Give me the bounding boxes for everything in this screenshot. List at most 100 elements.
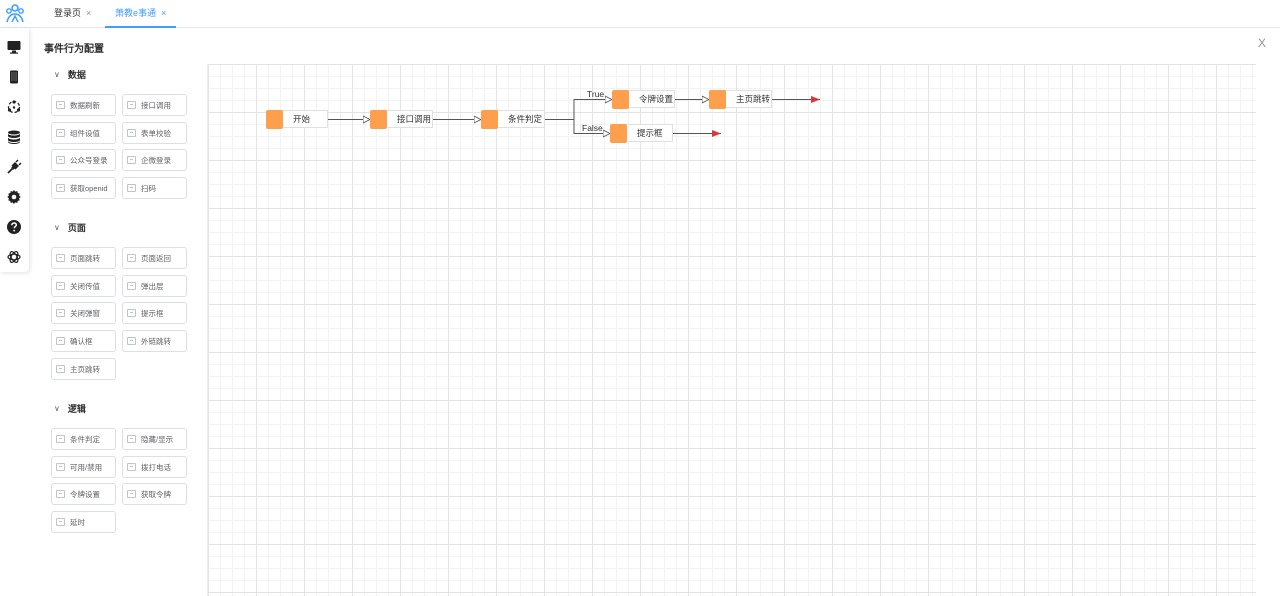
mobile-icon[interactable] [6, 69, 22, 85]
gear-icon[interactable] [6, 189, 22, 205]
action-icon [127, 282, 136, 290]
action-label: 可用/禁用 [70, 462, 103, 472]
action-label: 主页跳转 [70, 364, 100, 374]
node-label: 令牌设置 [639, 94, 674, 104]
app-logo [6, 4, 24, 23]
action-icon [127, 309, 136, 317]
action-label: 拨打电话 [141, 462, 171, 472]
section-page-header[interactable]: ∨ 页面 [54, 221, 86, 234]
action-item[interactable]: 拨打电话 [122, 456, 187, 478]
action-item[interactable]: 企微登录 [122, 149, 187, 171]
action-item[interactable]: 提示框 [122, 302, 187, 324]
flow-node-home[interactable]: 主页跳转 [709, 90, 772, 109]
section-title: 逻辑 [67, 404, 86, 414]
node-handle [612, 90, 629, 109]
action-label: 公众号登录 [70, 155, 108, 165]
action-icon [127, 129, 136, 137]
edge-label-true: True [587, 89, 605, 99]
action-icon [56, 282, 65, 290]
left-icon-rail [0, 28, 29, 272]
action-label: 企微登录 [141, 155, 171, 165]
action-item[interactable]: 外链跳转 [122, 330, 187, 352]
flow-node-tip[interactable]: 提示框 [610, 124, 673, 143]
action-item[interactable]: 表单校验 [122, 122, 187, 144]
action-icon [56, 518, 65, 526]
action-item[interactable]: 关闭传值 [51, 275, 116, 297]
action-icon [127, 101, 136, 109]
help-icon[interactable] [6, 219, 22, 235]
tab-close-icon[interactable]: × [86, 8, 92, 18]
action-item[interactable]: 弹出层 [122, 275, 187, 297]
action-label: 接口调用 [141, 100, 171, 110]
section-logic-header[interactable]: ∨ 逻辑 [54, 402, 86, 415]
action-item[interactable]: 组件设值 [51, 122, 116, 144]
action-item[interactable]: 延时 [51, 511, 116, 533]
action-item[interactable]: 获取令牌 [122, 483, 187, 505]
flow-canvas[interactable] [207, 64, 1256, 596]
close-icon[interactable]: X [1258, 36, 1267, 50]
action-label: 关闭弹窗 [70, 308, 100, 318]
openai-icon[interactable] [6, 249, 22, 265]
action-label: 延时 [70, 517, 85, 527]
action-label: 页面跳转 [70, 253, 100, 263]
action-label: 提示框 [141, 308, 164, 318]
plug-icon[interactable] [6, 159, 22, 175]
node-handle [370, 110, 387, 129]
action-item[interactable]: 公众号登录 [51, 149, 116, 171]
action-item[interactable]: 获取openid [51, 177, 116, 199]
flow-node-start[interactable]: 开始 [266, 110, 328, 129]
action-item[interactable]: 接口调用 [122, 94, 187, 116]
action-icon [56, 337, 65, 345]
node-label: 开始 [293, 114, 311, 124]
chevron-down-icon: ∨ [54, 223, 60, 232]
node-label: 接口调用 [397, 114, 432, 124]
action-item[interactable]: 关闭弹窗 [51, 302, 116, 324]
tab-login-page[interactable]: 登录页× [44, 0, 101, 28]
action-item[interactable]: 令牌设置 [51, 483, 116, 505]
desktop-icon[interactable] [6, 39, 22, 55]
action-icon [127, 463, 136, 471]
node-label: 条件判定 [508, 114, 543, 124]
action-label: 扫码 [141, 183, 156, 193]
action-label: 获取openid [70, 183, 108, 193]
chevron-down-icon: ∨ [54, 404, 60, 413]
edge-label-false: False [582, 123, 603, 133]
flow-node-condition[interactable]: 条件判定 [481, 110, 545, 129]
action-label: 弹出层 [141, 281, 164, 291]
action-item[interactable]: 主页跳转 [51, 358, 116, 380]
action-icon [56, 490, 65, 498]
action-item[interactable]: 隐藏/显示 [122, 428, 187, 450]
tab-label: 萧教e事通 [115, 8, 157, 18]
action-icon [127, 254, 136, 262]
section-title: 数据 [67, 70, 86, 80]
node-handle [709, 90, 726, 109]
action-item[interactable]: 数据刷新 [51, 94, 116, 116]
action-icon [56, 101, 65, 109]
action-label: 关闭传值 [70, 281, 100, 291]
action-icon [127, 184, 136, 192]
flow-node-token[interactable]: 令牌设置 [612, 90, 675, 109]
node-handle [610, 124, 627, 143]
node-label: 主页跳转 [736, 94, 771, 104]
tab-close-icon[interactable]: × [161, 8, 167, 18]
network-icon[interactable] [6, 99, 22, 115]
action-item[interactable]: 扫码 [122, 177, 187, 199]
action-label: 表单校验 [141, 128, 171, 138]
action-icon [127, 490, 136, 498]
action-item[interactable]: 页面跳转 [51, 247, 116, 269]
action-icon [56, 254, 65, 262]
action-item[interactable]: 可用/禁用 [51, 456, 116, 478]
section-title: 页面 [67, 223, 86, 233]
action-item[interactable]: 条件判定 [51, 428, 116, 450]
node-handle [266, 110, 283, 129]
action-item[interactable]: 确认框 [51, 330, 116, 352]
tab-xiaojiao[interactable]: 萧教e事通 × [105, 0, 177, 28]
database-icon[interactable] [6, 129, 22, 145]
node-label: 提示框 [637, 128, 663, 138]
flow-node-api[interactable]: 接口调用 [370, 110, 433, 129]
action-icon [56, 435, 65, 443]
action-item[interactable]: 页面返回 [122, 247, 187, 269]
section-data-header[interactable]: ∨ 数据 [54, 68, 86, 81]
action-label: 外链跳转 [141, 336, 171, 346]
action-label: 条件判定 [70, 434, 100, 444]
